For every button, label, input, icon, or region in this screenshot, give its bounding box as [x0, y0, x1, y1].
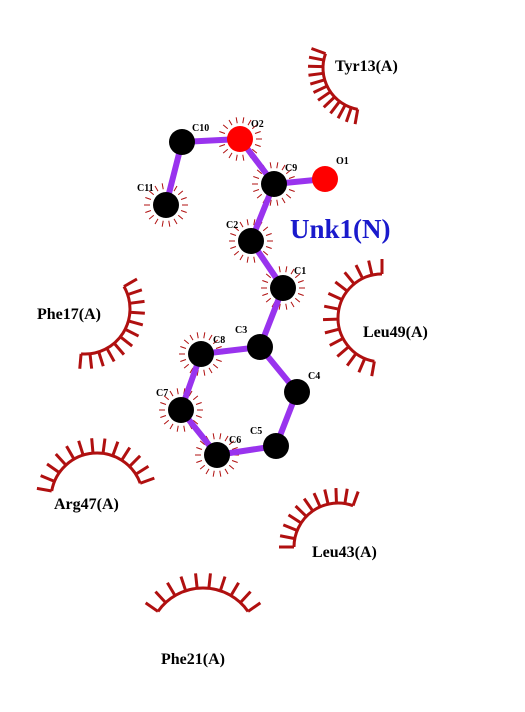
atom-label-c4: C4	[308, 371, 320, 382]
atom-label-c9: C9	[285, 163, 297, 174]
atom-label-o1: O1	[336, 156, 349, 167]
atom-o1	[312, 166, 338, 192]
residue-arc-phe17	[78, 277, 145, 369]
atom-c7	[168, 397, 194, 423]
atom-c1	[270, 275, 296, 301]
atom-layer	[153, 126, 338, 468]
residue-label-phe17: Phe17(A)	[37, 306, 101, 323]
atom-label-c5: C5	[250, 426, 262, 437]
atom-label-c7: C7	[156, 388, 168, 399]
atom-label-c2: C2	[226, 220, 238, 231]
residue-arc-tyr13	[307, 47, 360, 125]
atom-label-c3: C3	[235, 325, 247, 336]
atom-label-o2: O2	[251, 119, 264, 130]
residue-label-tyr13: Tyr13(A)	[335, 58, 398, 75]
contact-spikes-c8	[179, 332, 223, 376]
atom-c2	[238, 228, 264, 254]
atom-label-c10: C10	[192, 123, 209, 134]
atom-c10	[169, 129, 195, 155]
atom-c8	[188, 341, 214, 367]
atom-c3	[247, 334, 273, 360]
residue-arc-arg47	[36, 438, 155, 493]
atom-c5	[263, 433, 289, 459]
atom-label-c1: C1	[294, 266, 306, 277]
atom-label-c8: C8	[213, 335, 225, 346]
residue-label-arg47: Arg47(A)	[54, 496, 119, 513]
residue-label-leu43: Leu43(A)	[312, 544, 377, 561]
atom-c6	[204, 442, 230, 468]
atom-c9	[261, 171, 287, 197]
residue-label-leu49: Leu49(A)	[363, 324, 428, 341]
residue-arc-leu43	[279, 487, 360, 549]
contact-spikes-c11	[144, 183, 188, 227]
residue-label-phe21: Phe21(A)	[161, 651, 225, 668]
atom-c11	[153, 192, 179, 218]
ligand-name: Unk1(N)	[290, 214, 391, 244]
residue-arc-phe21	[144, 573, 262, 613]
residue-layer	[36, 47, 384, 613]
atom-label-c11: C11	[137, 183, 154, 194]
atom-o2	[227, 126, 253, 152]
residue-arc-leu49	[322, 259, 384, 377]
atom-label-c6: C6	[229, 435, 241, 446]
atom-c4	[284, 379, 310, 405]
